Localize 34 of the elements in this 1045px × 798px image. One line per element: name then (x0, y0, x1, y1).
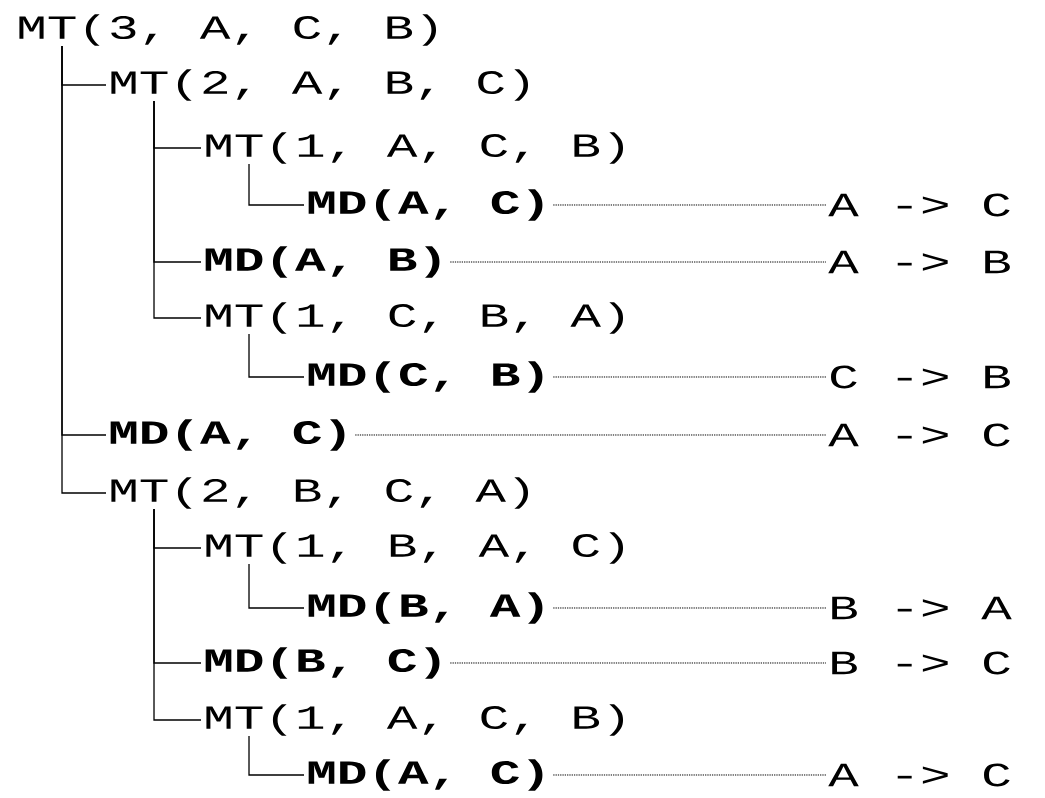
call-text: MD(B, C) (205, 647, 440, 679)
call-text: MT(3, A, C, B) (19, 14, 437, 46)
dotted-line (552, 774, 827, 776)
move-text: A -> B (828, 250, 1010, 274)
dotted-line (449, 662, 827, 664)
move-text: A -> C (828, 193, 1010, 217)
call-text: MD(A, C) (308, 189, 543, 221)
dotted-line (449, 261, 827, 263)
tree-line (248, 333, 305, 378)
move-text: B -> A (832, 596, 1012, 620)
call-text: MT(2, A, B, C) (111, 69, 529, 101)
tree-line (153, 100, 202, 319)
tree-line (153, 508, 202, 721)
move-text: A -> C (828, 423, 1010, 447)
call-text: MD(A, C) (110, 419, 345, 451)
dotted-line (552, 376, 827, 378)
dotted-line (354, 434, 827, 436)
call-text: MT(2, B, C, A) (111, 477, 529, 509)
move-text: A -> C (828, 763, 1010, 787)
call-text: MT(1, B, A, C) (206, 532, 624, 564)
move-text: B -> C (832, 651, 1010, 675)
dotted-line (552, 607, 827, 609)
call-text: MD(B, A) (308, 592, 543, 624)
call-text: MT(1, A, C, B) (206, 704, 624, 736)
call-text: MD(A, C) (308, 759, 543, 791)
tree-line (248, 163, 305, 206)
move-text: C -> B (831, 365, 1010, 389)
tree-line (248, 735, 305, 776)
tree-line (248, 563, 305, 609)
call-text: MD(A, B) (205, 246, 440, 278)
call-text: MD(C, B) (308, 361, 543, 393)
call-text: MT(1, C, B, A) (206, 302, 624, 334)
call-text: MT(1, A, C, B) (206, 132, 624, 164)
dotted-line (552, 204, 827, 206)
